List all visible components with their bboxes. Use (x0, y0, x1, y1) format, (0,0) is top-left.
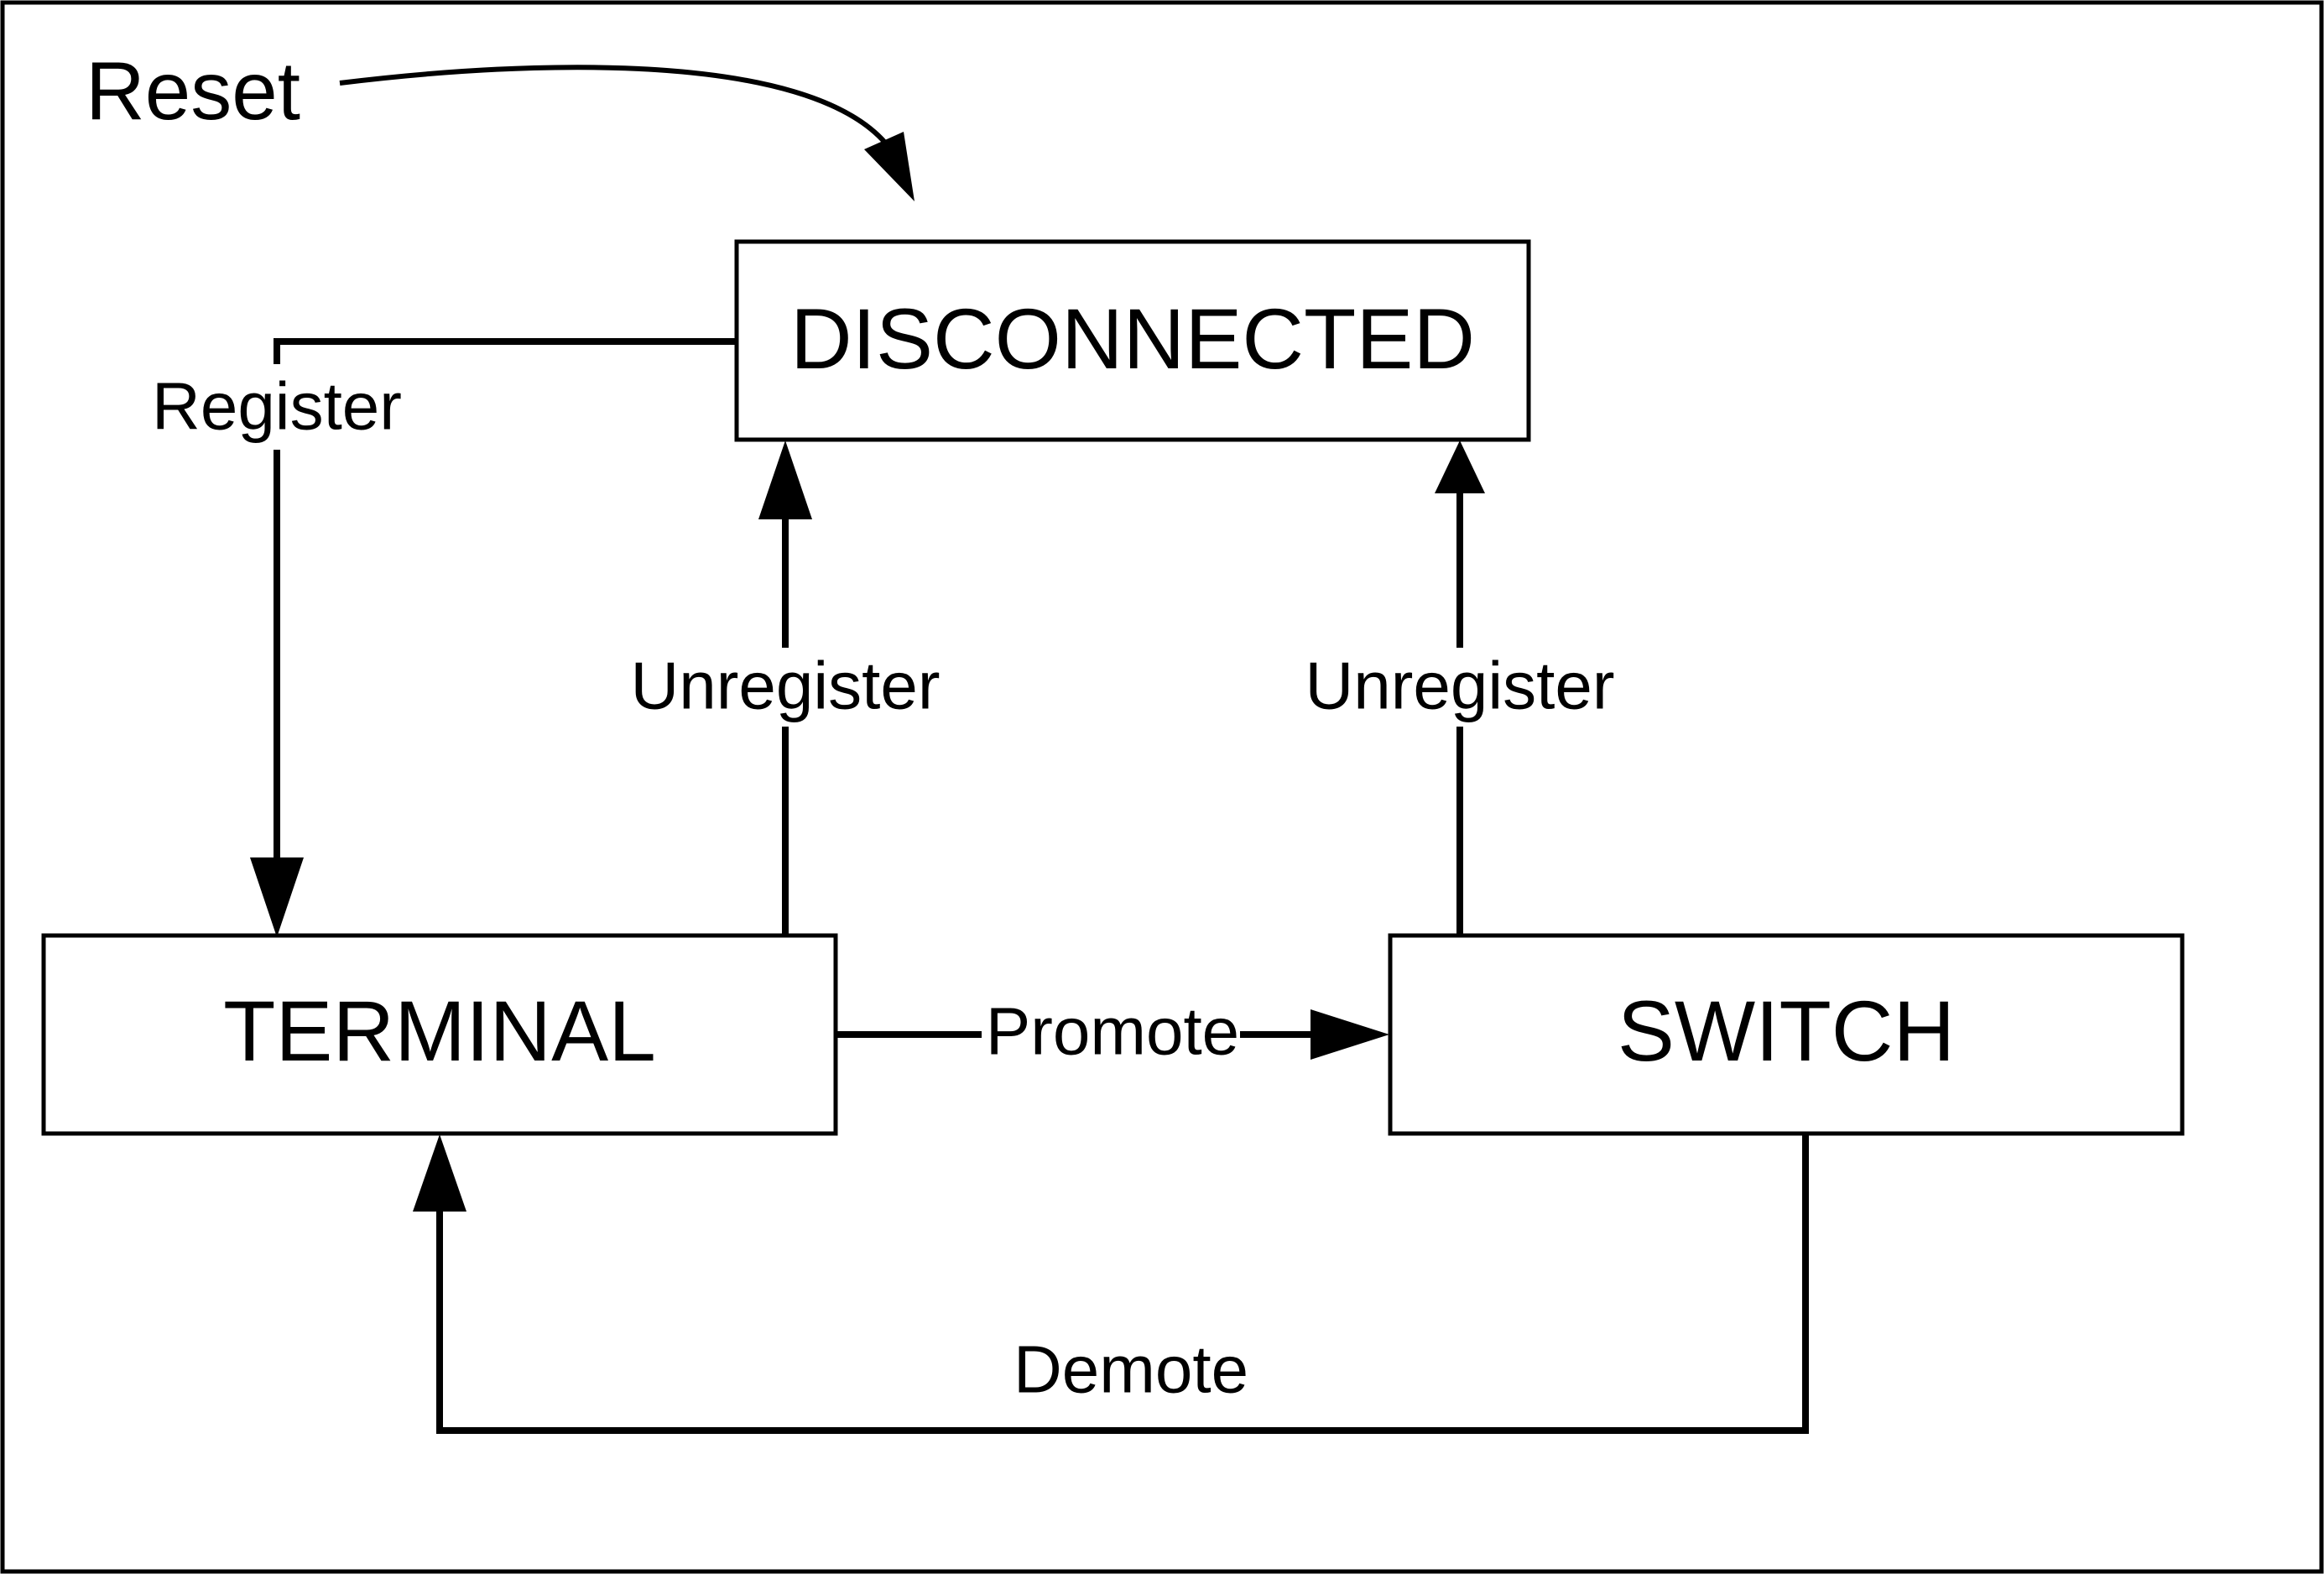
unregister-terminal-label: Unregister (630, 649, 940, 723)
state-terminal-box (41, 933, 838, 1136)
unregister-switch-label: Unregister (1305, 649, 1614, 723)
state-terminal: TERMINAL (41, 933, 838, 1136)
state-switch: SWITCH (1388, 933, 2185, 1136)
register-line-top (274, 338, 742, 364)
register-arrowhead (250, 857, 304, 937)
demote-line (436, 1129, 1809, 1434)
reset-transition: Reset (86, 44, 914, 201)
state-terminal-label: TERMINAL (223, 983, 656, 1079)
unregister-terminal-transition: Unregister (630, 440, 941, 937)
demote-arrowhead (413, 1134, 466, 1212)
state-disconnected-label: DISCONNECTED (790, 291, 1475, 387)
reset-curve (339, 65, 888, 144)
unregister-terminal-arrowhead (758, 440, 812, 519)
state-switch-label: SWITCH (1618, 983, 1955, 1079)
state-switch-box (1388, 933, 2185, 1136)
state-disconnected: DISCONNECTED (734, 239, 1531, 442)
promote-arrowhead (1311, 1009, 1389, 1060)
state-disconnected-box (734, 239, 1531, 442)
register-label: Register (152, 369, 402, 444)
demote-transition: Demote (413, 1129, 1809, 1434)
promote-label: Promote (986, 994, 1239, 1069)
demote-label: Demote (1013, 1332, 1248, 1407)
promote-transition: Promote (834, 994, 1389, 1069)
reset-arrowhead (864, 132, 914, 201)
reset-label: Reset (86, 44, 300, 137)
unregister-switch-transition: Unregister (1305, 440, 1615, 937)
register-transition: Register (152, 338, 742, 937)
unregister-switch-arrowhead (1435, 440, 1485, 493)
